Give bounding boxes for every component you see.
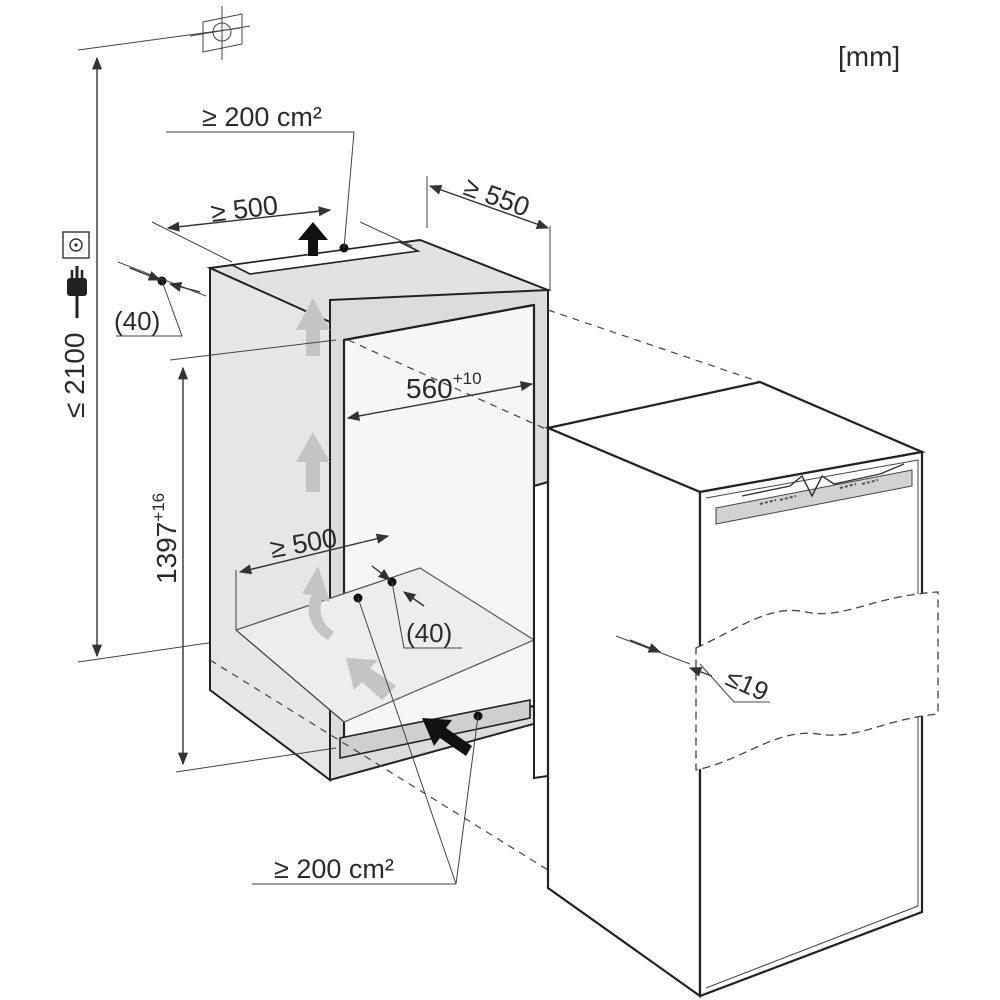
bottom-vent-area-label: ≥ 200 cm² — [274, 854, 394, 884]
appliance-left-face — [546, 426, 702, 999]
plug-icon — [67, 266, 87, 318]
top-vent-area-label: ≥ 200 cm² — [202, 102, 322, 132]
depth-label: ≥ 550 — [460, 171, 534, 222]
max-height-label: ≤ 2100 — [59, 333, 90, 418]
airflow-arrows — [296, 298, 396, 700]
alignment-guides — [209, 309, 761, 871]
door-panel-break — [695, 591, 939, 771]
bottom-vent-area-callout: ≥ 200 cm² — [252, 597, 479, 885]
air-outlet-arrow — [298, 222, 328, 256]
niche-width-label: 560+10 — [406, 369, 482, 404]
top-gap-label: (40) — [114, 306, 160, 336]
socket-icon — [62, 231, 90, 259]
niche-height-dimension: 1397+16 — [149, 339, 337, 773]
top-vent-area-callout: ≥ 200 cm² — [166, 102, 355, 249]
top-width-label: ≥ 500 — [209, 190, 280, 228]
max-height-dimension: ≤ 2100 — [59, 27, 241, 663]
niche-width-dimension: 560+10 — [346, 369, 534, 421]
appliance-side-strip — [533, 480, 549, 780]
top-gap-dimension: (40) — [114, 261, 207, 337]
bottom-gap-label: (40) — [406, 618, 452, 648]
unit-label: [mm] — [838, 41, 900, 72]
ceiling-socket-icon — [189, 6, 251, 60]
niche-height-label: 1397+16 — [149, 493, 182, 584]
air-inlet-arrow — [422, 718, 472, 756]
appliance-vent-grille — [715, 463, 913, 525]
bottom-gap-dimension: (40) — [371, 565, 462, 649]
